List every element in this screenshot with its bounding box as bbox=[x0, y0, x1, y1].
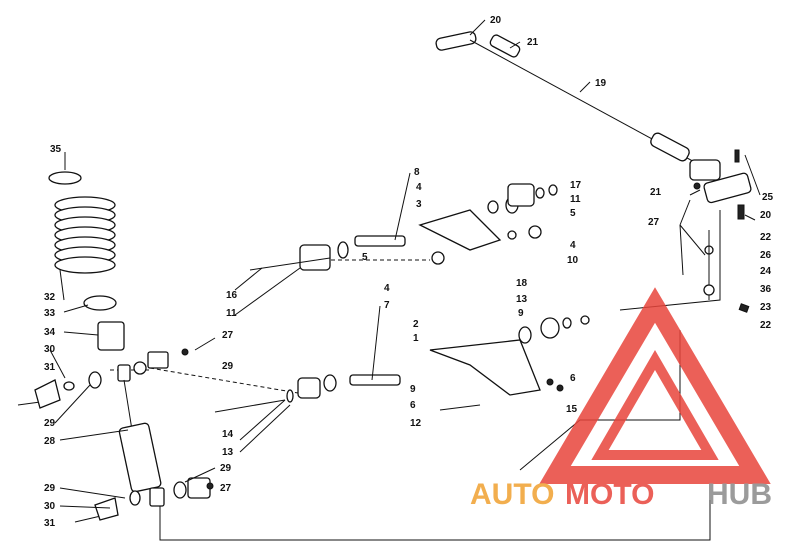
callout-30: 30 bbox=[44, 501, 56, 512]
callout-15: 15 bbox=[566, 404, 578, 415]
callout-7: 7 bbox=[384, 300, 390, 311]
callout-29: 29 bbox=[44, 418, 56, 429]
callout-21: 21 bbox=[650, 187, 662, 198]
callout-30: 30 bbox=[44, 344, 56, 355]
callout-labels: 20 21 19 21 25 20 27 22 26 24 36 23 22 8… bbox=[44, 15, 774, 529]
callout-11: 11 bbox=[570, 194, 581, 205]
callout-5: 5 bbox=[362, 252, 368, 263]
callout-31: 31 bbox=[44, 518, 56, 529]
callout-22: 22 bbox=[760, 232, 772, 243]
callout-33: 33 bbox=[44, 308, 56, 319]
callout-27: 27 bbox=[222, 330, 234, 341]
callout-13: 13 bbox=[516, 294, 528, 305]
callout-20: 20 bbox=[490, 15, 502, 26]
callout-13: 13 bbox=[222, 447, 234, 458]
watermark-text-auto: AUTO bbox=[470, 478, 554, 511]
callout-29: 29 bbox=[220, 463, 232, 474]
callout-18: 18 bbox=[516, 278, 528, 289]
callout-12: 12 bbox=[410, 418, 422, 429]
callout-1: 1 bbox=[413, 333, 419, 344]
lower-a-arm-assembly bbox=[214, 315, 590, 413]
tie-rod-assembly bbox=[435, 31, 752, 313]
callout-4: 4 bbox=[384, 283, 390, 294]
callout-3: 3 bbox=[416, 199, 422, 210]
callout-26: 26 bbox=[760, 250, 772, 261]
callout-2: 2 bbox=[413, 319, 419, 330]
watermark-text-moto: MOTO bbox=[565, 478, 654, 511]
callout-6: 6 bbox=[570, 373, 576, 384]
callout-4: 4 bbox=[416, 182, 422, 193]
callout-11: 11 bbox=[226, 308, 237, 319]
upper-a-arm-assembly bbox=[249, 183, 558, 271]
callout-24: 24 bbox=[760, 266, 772, 277]
callout-35: 35 bbox=[50, 144, 62, 155]
callout-6: 6 bbox=[410, 400, 416, 411]
callout-9: 9 bbox=[410, 384, 416, 395]
callout-19: 19 bbox=[595, 78, 607, 89]
callout-9: 9 bbox=[518, 308, 524, 319]
callout-17: 17 bbox=[570, 180, 582, 191]
callout-31: 31 bbox=[44, 362, 56, 373]
shock-spring-assembly bbox=[17, 171, 214, 523]
callout-23: 23 bbox=[760, 302, 772, 313]
callout-27: 27 bbox=[220, 483, 232, 494]
coil-spring bbox=[54, 196, 116, 274]
callout-28: 28 bbox=[44, 436, 56, 447]
callout-29: 29 bbox=[44, 483, 56, 494]
callout-32: 32 bbox=[44, 292, 56, 303]
callout-4: 4 bbox=[570, 240, 576, 251]
callout-21: 21 bbox=[527, 37, 539, 48]
watermark-text-hub: HUB bbox=[707, 478, 772, 511]
watermark-logo: AUTO MOTO HUB bbox=[470, 287, 772, 511]
leader-lines bbox=[49, 19, 761, 509]
callout-29: 29 bbox=[222, 361, 234, 372]
callout-22: 22 bbox=[760, 320, 772, 331]
callout-10: 10 bbox=[567, 255, 579, 266]
callout-5: 5 bbox=[570, 208, 576, 219]
callout-34: 34 bbox=[44, 327, 56, 338]
callout-36: 36 bbox=[760, 284, 772, 295]
callout-8: 8 bbox=[414, 167, 420, 178]
callout-25: 25 bbox=[762, 192, 774, 203]
callout-20: 20 bbox=[760, 210, 772, 221]
callout-27: 27 bbox=[648, 217, 660, 228]
callout-14: 14 bbox=[222, 429, 234, 440]
callout-16: 16 bbox=[226, 290, 238, 301]
